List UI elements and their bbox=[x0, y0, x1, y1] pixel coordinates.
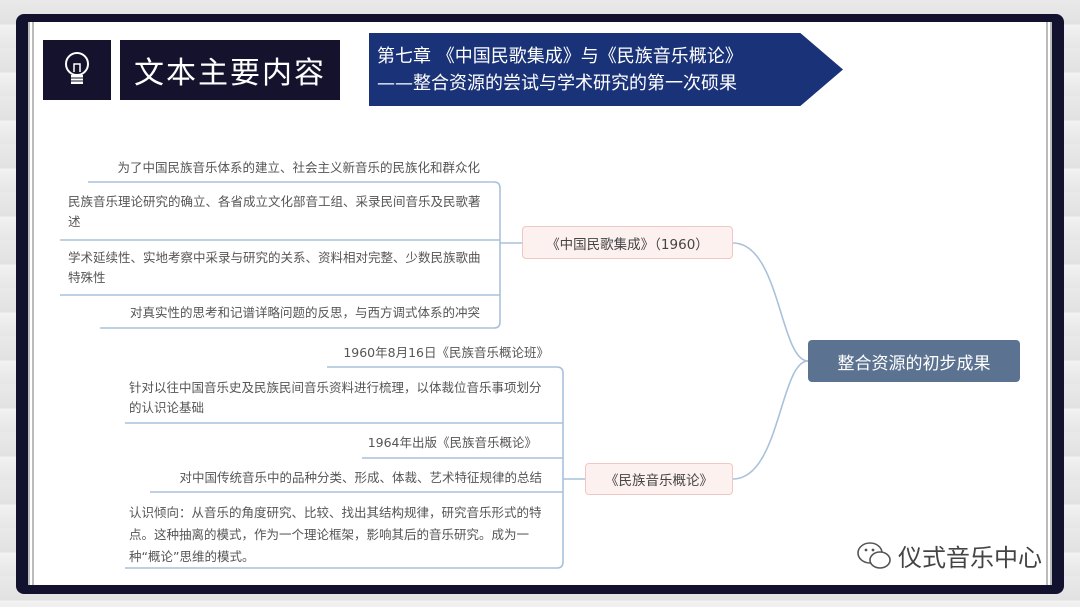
leaf-node[interactable]: 民族音乐理论研究的确立、各省成立文化部音工组、采录民间音乐及民歌著述 bbox=[68, 194, 481, 229]
page-title: 文本主要内容 bbox=[120, 40, 340, 100]
leaf-node[interactable]: 针对以往中国音乐史及民族民间音乐资料进行梳理，以体裁位音乐事项划分的认识论基础 bbox=[129, 380, 542, 415]
watermark-text: 仪式音乐中心 bbox=[898, 544, 1042, 572]
branch-node-minge[interactable]: 《中国民歌集成》（1960） bbox=[522, 226, 733, 259]
leaf-node[interactable]: 1960年8月16日《民族音乐概论班》 bbox=[343, 345, 549, 360]
leaf-node[interactable]: 对中国传统音乐中的品种分类、形成、体裁、艺术特征规律的总结 bbox=[179, 470, 542, 485]
branch-node-gailun[interactable]: 《民族音乐概论》 bbox=[585, 463, 733, 495]
leaf-node[interactable]: 对真实性的思考和记谱详略问题的反思，与西方调式体系的冲突 bbox=[129, 305, 480, 320]
leaf-node[interactable]: 学术延续性、实地考察中采录与研究的关系、资料相对完整、少数民族歌曲特殊性 bbox=[68, 250, 481, 285]
chapter-banner: 第七章 《中国民歌集成》与《民族音乐概论》 ——整合资源的尝试与学术研究的第一次… bbox=[369, 33, 843, 106]
mindmap-root-node[interactable]: 整合资源的初步成果 bbox=[808, 340, 1020, 382]
leaf-node[interactable]: 为了中国民族音乐体系的建立、社会主义新音乐的民族化和群众化 bbox=[117, 160, 480, 175]
chapter-line-1: 第七章 《中国民歌集成》与《民族音乐概论》 bbox=[377, 46, 743, 67]
wechat-icon bbox=[857, 541, 891, 569]
chapter-line-2: ——整合资源的尝试与学术研究的第一次硕果 bbox=[377, 73, 737, 94]
slide-paper bbox=[28, 22, 1052, 585]
lightbulb-icon-box bbox=[43, 40, 111, 100]
leaf-node[interactable]: 认识倾向：从音乐的角度研究、比较、找出其结构规律，研究音乐形式的特点。这种抽离的… bbox=[129, 505, 542, 564]
watermark: 仪式音乐中心 bbox=[856, 538, 1042, 573]
leaf-node[interactable]: 1964年出版《民族音乐概论》 bbox=[367, 435, 537, 450]
lightbulb-icon bbox=[65, 52, 89, 84]
